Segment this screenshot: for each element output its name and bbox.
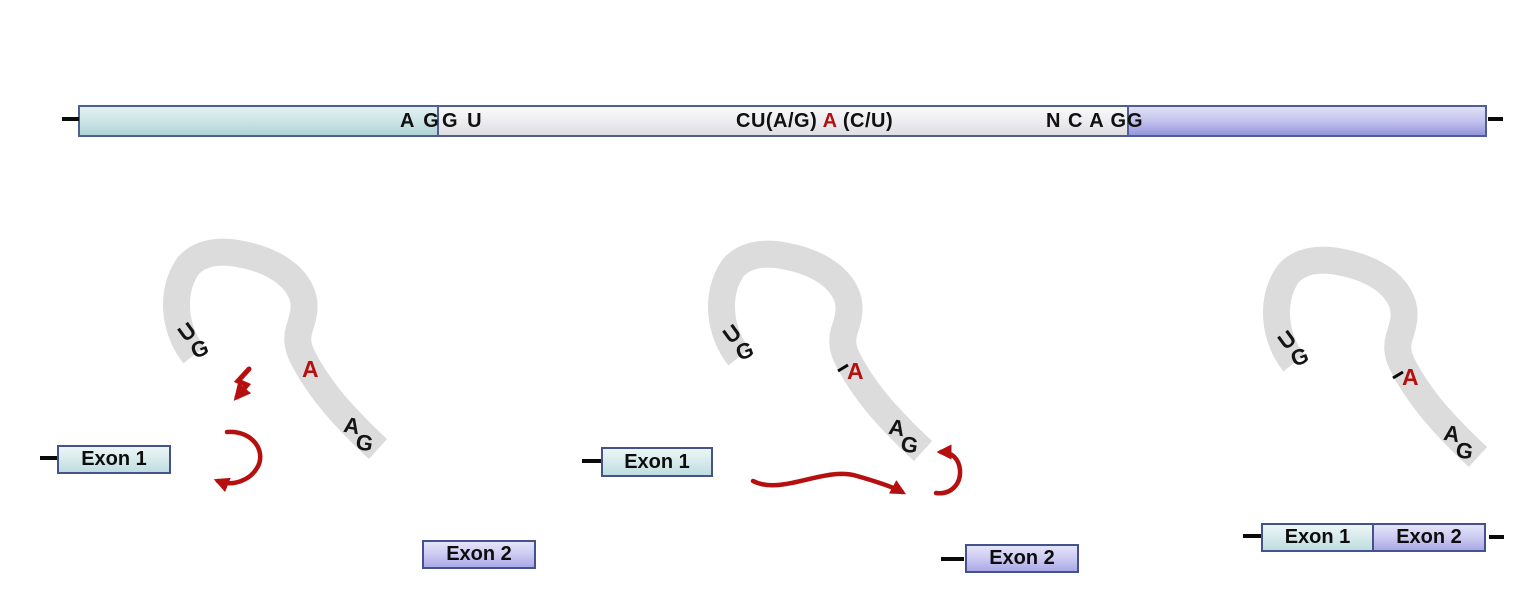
exon1-to-3ss-arrow <box>750 471 907 495</box>
exon1-label: Exon 1 <box>81 448 147 470</box>
exon2-box: Exon 2 <box>1372 523 1486 552</box>
lariat-branch-a: A <box>1402 364 1419 390</box>
lariat-5ss-g: G <box>732 336 757 365</box>
exon1-box: Exon 1 <box>57 445 171 474</box>
exon2-segment <box>1129 107 1485 135</box>
exon1-box: Exon 1 <box>1261 523 1374 552</box>
exon2-box: Exon 2 <box>965 544 1079 573</box>
lariat-5ss-g: G <box>1287 342 1312 371</box>
strand-end-tick <box>1243 534 1262 538</box>
three-prime-hook-arrow <box>933 444 963 496</box>
five-prime-splice-site-divider <box>437 107 439 135</box>
lariat-panel-2: U G A A G <box>708 240 933 461</box>
three-prime-splice-site-sequence: N C A G <box>1046 110 1128 132</box>
strand-end-tick <box>62 117 79 121</box>
lariat-branch-a: A <box>302 356 319 382</box>
strand-end-tick <box>40 456 57 460</box>
three-prime-splice-site-divider <box>1127 107 1129 135</box>
exon2-label: Exon 2 <box>989 547 1055 569</box>
lariat-3ss-g: G <box>354 429 375 457</box>
strand-end-tick <box>941 557 964 561</box>
strand-end-tick <box>1489 535 1504 539</box>
pre-mrna-bar: A G G U CU(A/G) A (C/U) N C A G G <box>78 105 1487 137</box>
lariat-panel-3: U G A A G <box>1263 246 1488 467</box>
lariat-panel-1: U G A A G <box>163 238 388 493</box>
lariat-5ss-g: G <box>187 334 212 363</box>
exon2-label: Exon 2 <box>1396 526 1462 548</box>
branch-point-sequence: CU(A/G) A (C/U) <box>736 108 893 134</box>
strand-end-tick <box>582 459 601 463</box>
intron-lariat-ribbon <box>1263 246 1488 467</box>
exon1-end-sequence: A G <box>400 110 441 132</box>
branch-right-sequence: (C/U) <box>842 110 894 132</box>
exon2-start-sequence: G <box>1127 110 1145 132</box>
branch-pointer-tick <box>1392 370 1404 380</box>
five-prime-splice-site-sequence: G U <box>442 110 484 132</box>
exon1-attack-loop-arrow <box>213 429 263 493</box>
exon1-label: Exon 1 <box>1284 526 1351 548</box>
exon2-label: Exon 2 <box>446 543 512 565</box>
intron-segment <box>439 107 1127 135</box>
branch-left-sequence: CU(A/G) <box>736 110 818 132</box>
lariat-3ss-g: G <box>1454 437 1475 465</box>
intron-lariat-ribbon <box>708 240 933 461</box>
intron-lariat-ribbon <box>163 238 388 459</box>
exon1-box: Exon 1 <box>601 447 713 477</box>
lariat-branch-a: A <box>847 358 864 384</box>
lariat-3ss-a: A <box>1442 420 1462 447</box>
lariat-3ss-a: A <box>342 412 362 439</box>
branch-pointer-tick <box>837 363 849 373</box>
exon1-segment <box>80 107 437 135</box>
lariat-3ss-a: A <box>887 414 907 441</box>
branch-point-a: A <box>822 110 837 132</box>
lariat-3ss-g: G <box>899 431 920 459</box>
branch-attack-zigzag-arrow <box>233 366 252 401</box>
exon2-box: Exon 2 <box>422 540 536 569</box>
exon1-label: Exon 1 <box>624 450 690 473</box>
strand-end-tick <box>1488 117 1503 121</box>
